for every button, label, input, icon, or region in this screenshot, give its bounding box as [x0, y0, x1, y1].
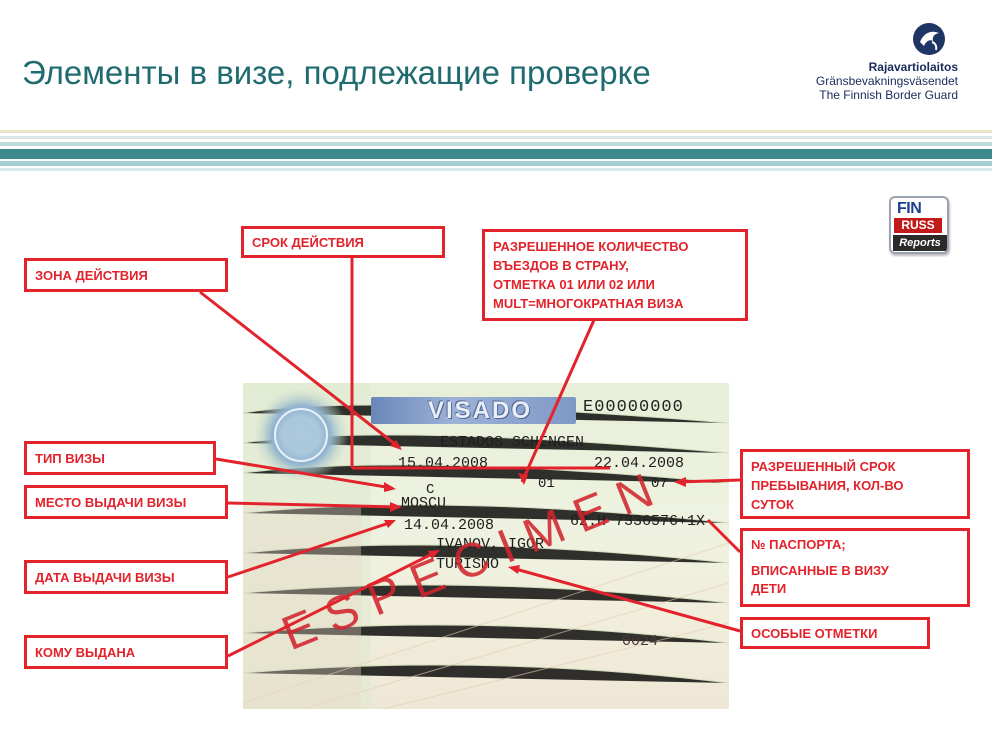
- eagle-emblem-icon: [913, 23, 945, 55]
- callout-visa-type: ТИП ВИЗЫ: [24, 441, 216, 475]
- callout-stay-duration-line-1: РАЗРЕШЕННЫЙ СРОК: [751, 459, 896, 474]
- callout-remarks: ОСОБЫЕ ОТМЕТКИ: [740, 617, 930, 649]
- callout-visa-type-text: ТИП ВИЗЫ: [35, 450, 105, 466]
- org-name-fi: Rajavartiolaitos: [868, 60, 958, 74]
- callout-stay-duration-line-2: ПРЕБЫВАНИЯ, КОЛ-ВО: [751, 478, 904, 493]
- visa-sticker: VISADO E00000000 ESTADOS SCHENGEN 15.04.…: [243, 383, 729, 709]
- organization-logo: Rajavartiolaitos Gränsbevakningsväsendet…: [816, 60, 958, 102]
- callout-passport-line-3: ДЕТИ: [751, 581, 787, 596]
- visa-passport-number: 62.H 7336576+1X: [570, 513, 706, 530]
- visa-valid-from: 15.04.2008: [398, 455, 489, 472]
- page-title: Элементы в визе, подлежащие проверке: [22, 54, 651, 91]
- callout-entries-line-1: РАЗРЕШЕННОЕ КОЛИЧЕСТВО: [493, 239, 689, 254]
- org-name-sv: Gränsbevakningsväsendet: [815, 74, 958, 88]
- callout-issued-to-text: КОМУ ВЫДАНА: [35, 644, 136, 660]
- callout-entries-line-3: ОТМЕТКА 01 ИЛИ 02 ИЛИ: [493, 277, 655, 292]
- finruss-reports-badge: FIN RUSS Reports: [889, 196, 949, 254]
- visa-place-of-issue: MOSCU: [401, 495, 447, 512]
- callout-passport-line-1: № ПАСПОРТА;: [751, 537, 846, 552]
- visa-holder-name: IVANOV, IGOR: [436, 536, 545, 553]
- callout-validity-period-text: СРОК ДЕЙСТВИЯ: [252, 234, 364, 250]
- badge-reports: Reports: [893, 235, 947, 251]
- callout-passport: № ПАСПОРТА; ВПИСАННЫЕ В ВИЗУ ДЕТИ: [740, 528, 970, 607]
- callout-entries-line-2: ВЪЕЗДОВ В СТРАНУ,: [493, 258, 629, 273]
- callout-remarks-text: ОСОБЫЕ ОТМЕТКИ: [751, 625, 878, 641]
- visa-days: 07: [651, 476, 668, 492]
- callout-entries: РАЗРЕШЕННОЕ КОЛИЧЕСТВО ВЪЕЗДОВ В СТРАНУ,…: [482, 229, 748, 321]
- visa-serial-number: E00000000: [583, 398, 684, 417]
- callout-place-of-issue: МЕСТО ВЫДАЧИ ВИЗЫ: [24, 485, 228, 519]
- visa-banner: VISADO: [428, 397, 533, 424]
- visa-issue-date: 14.04.2008: [404, 517, 495, 534]
- callout-passport-line-2: ВПИСАННЫЕ В ВИЗУ: [751, 563, 889, 578]
- badge-fin: FIN: [897, 200, 922, 217]
- callout-issue-date-text: ДАТА ВЫДАЧИ ВИЗЫ: [35, 569, 175, 585]
- callout-validity-zone-text: ЗОНА ДЕЙСТВИЯ: [35, 267, 148, 283]
- visa-type: C: [426, 482, 435, 498]
- callout-place-of-issue-text: МЕСТО ВЫДАЧИ ВИЗЫ: [35, 494, 187, 510]
- visa-entries: 01: [538, 476, 555, 492]
- callout-stay-duration: РАЗРЕШЕННЫЙ СРОК ПРЕБЫВАНИЯ, КОЛ-ВО СУТО…: [740, 449, 970, 519]
- callout-stay-duration-line-3: СУТОК: [751, 497, 794, 512]
- callout-issued-to: КОМУ ВЫДАНА: [24, 635, 228, 669]
- callout-passport-spacer: [751, 554, 959, 562]
- callout-entries-line-4: MULT=МНОГОКРАТНАЯ ВИЗА: [493, 296, 684, 311]
- visa-validity-area: ESTADOS SCHENGEN: [440, 434, 585, 451]
- visa-remarks: TURISMO: [436, 556, 500, 573]
- org-name-en: The Finnish Border Guard: [819, 88, 958, 102]
- header-stripes: [0, 130, 992, 171]
- callout-validity-period: СРОК ДЕЙСТВИЯ: [241, 226, 445, 258]
- callout-issue-date: ДАТА ВЫДАЧИ ВИЗЫ: [24, 560, 228, 594]
- visa-valid-until: 22.04.2008: [594, 455, 685, 472]
- visa-counter: 0024: [622, 633, 659, 650]
- callout-validity-zone: ЗОНА ДЕЙСТВИЯ: [24, 258, 228, 292]
- badge-russ: RUSS: [894, 218, 942, 233]
